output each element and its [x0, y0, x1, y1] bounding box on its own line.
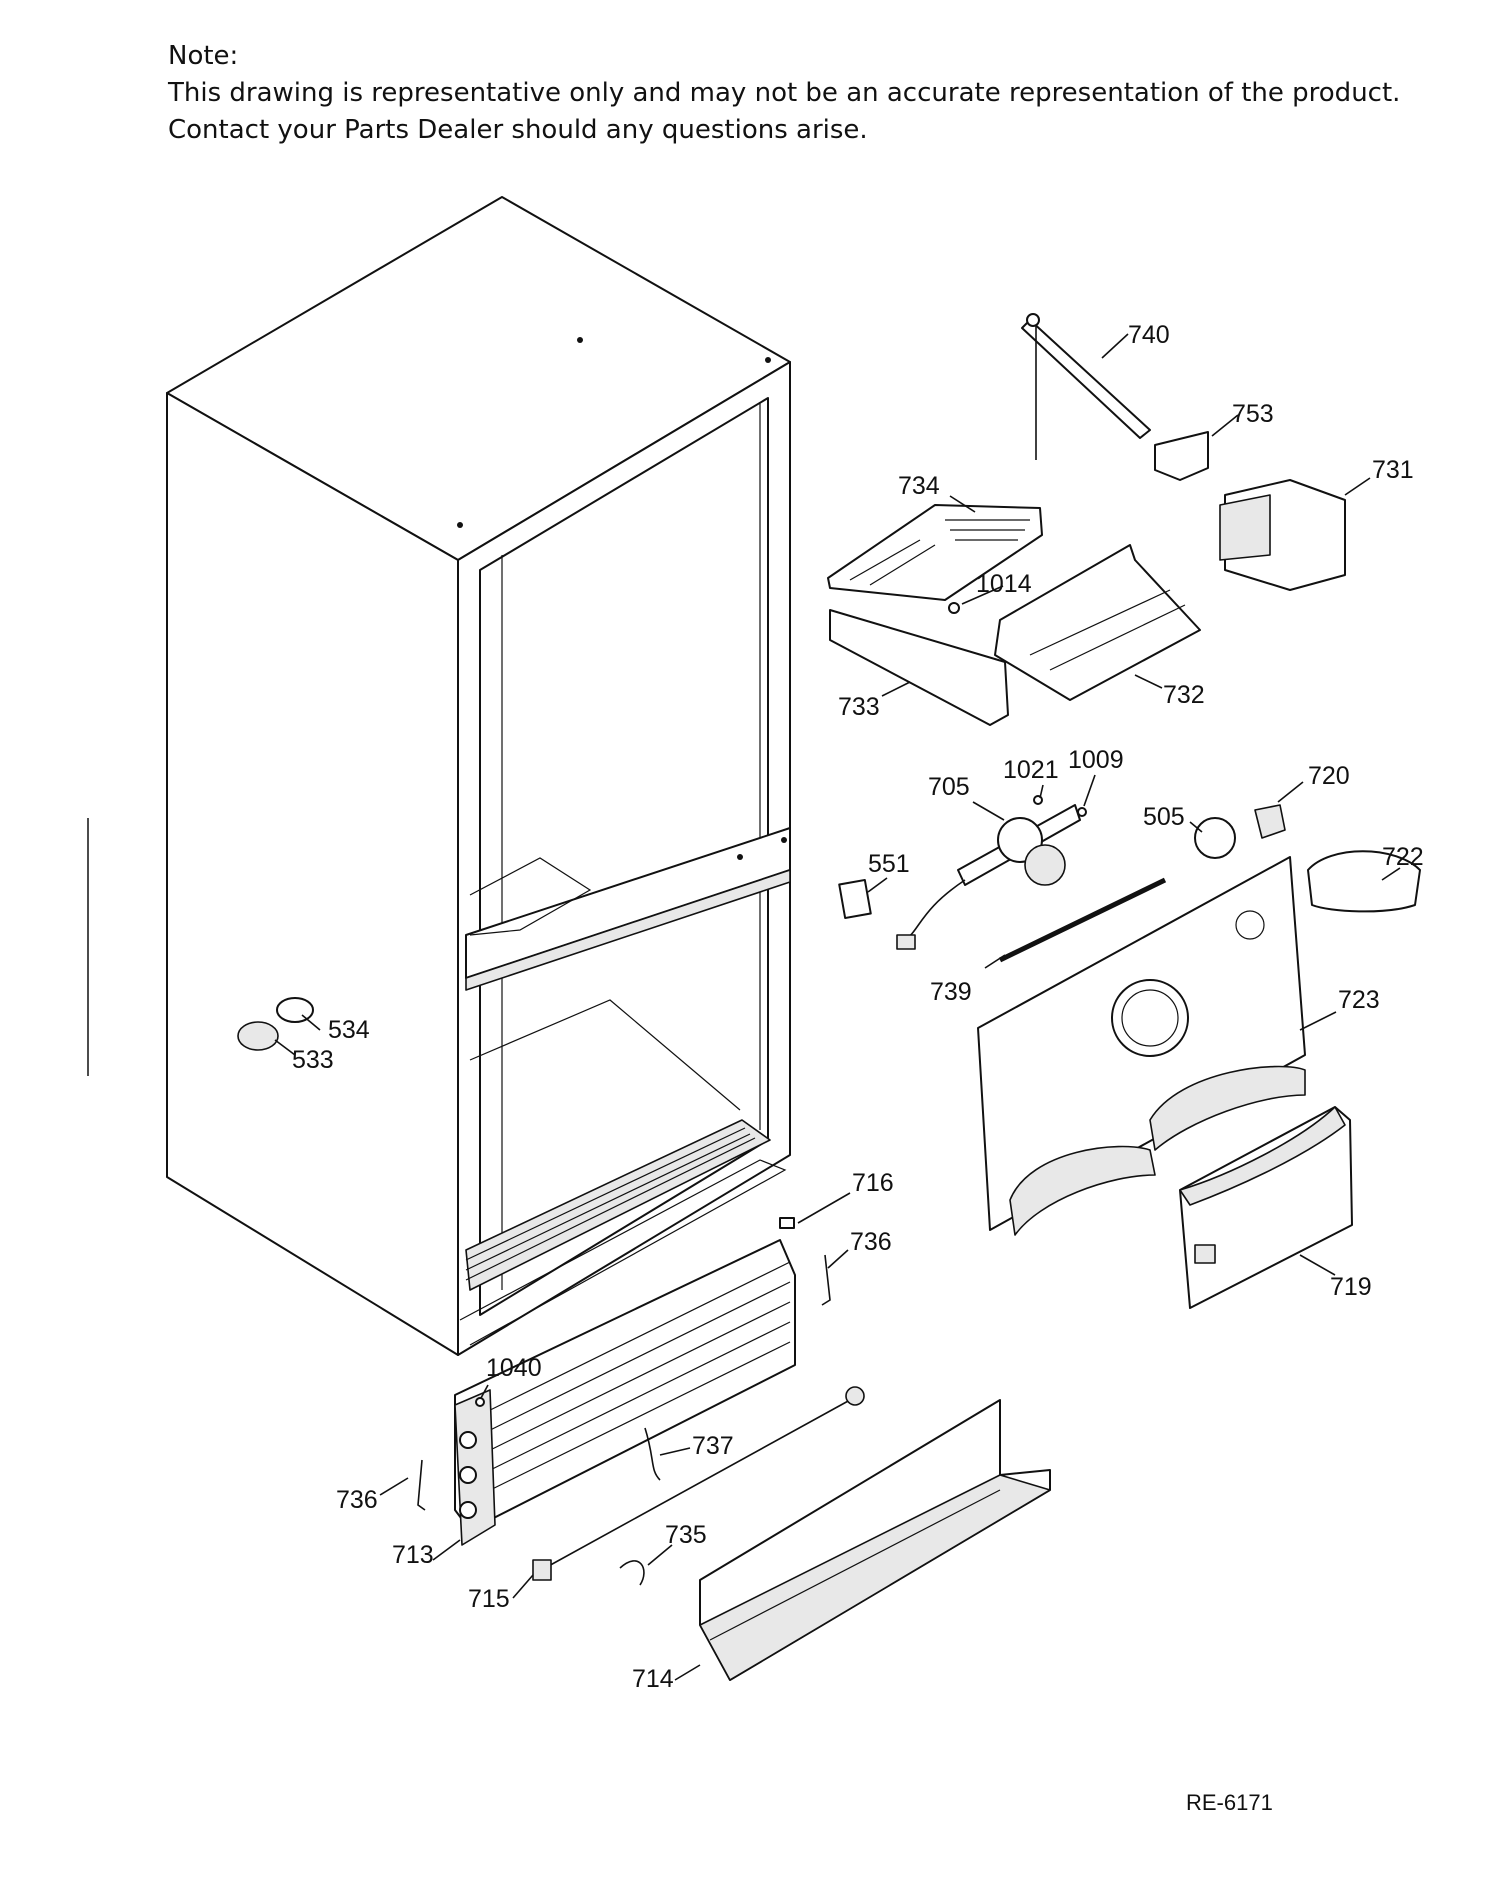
note-line-2: Contact your Parts Dealer should any que…	[168, 115, 868, 145]
label-731: 731	[1372, 456, 1414, 484]
label-551: 551	[868, 850, 910, 878]
air-duct	[1179, 1106, 1353, 1309]
screw-1040	[475, 1397, 485, 1407]
label-722: 722	[1382, 843, 1424, 871]
screw-1014	[948, 602, 960, 614]
label-505: 505	[1143, 803, 1185, 831]
label-734: 734	[898, 472, 940, 500]
clip-736-right	[821, 1254, 831, 1306]
defrost-heater	[532, 1386, 865, 1581]
label-736-right: 736	[850, 1228, 892, 1256]
note-line-1: This drawing is representative only and …	[168, 78, 1401, 108]
clip-737	[644, 1427, 661, 1481]
note-heading: Note:	[168, 41, 239, 71]
label-735: 735	[665, 1521, 707, 1549]
label-713: 713	[392, 1541, 434, 1569]
fill-cup	[1154, 431, 1209, 481]
fan-motor-assembly	[896, 804, 1081, 950]
label-1009: 1009	[1068, 746, 1124, 774]
bucket-rail	[829, 609, 1009, 726]
gasket-strip	[998, 877, 1167, 963]
fill-tube	[1021, 313, 1151, 460]
label-716: 716	[852, 1169, 894, 1197]
ice-shelf	[994, 544, 1201, 701]
evaporator-coil	[454, 1239, 796, 1546]
label-723: 723	[1338, 986, 1380, 1014]
cabinet	[166, 196, 791, 1356]
label-533: 533	[292, 1046, 334, 1074]
clip-735	[619, 1560, 645, 1586]
clip-716	[779, 1217, 795, 1229]
leader-lines	[274, 333, 1401, 1681]
label-720: 720	[1308, 762, 1350, 790]
label-715: 715	[468, 1585, 510, 1613]
disclaimer-note: Note: This drawing is representative onl…	[168, 38, 1400, 149]
label-1021: 1021	[1003, 756, 1059, 784]
label-737: 737	[692, 1432, 734, 1460]
evaporator-cover	[977, 856, 1306, 1236]
label-1014: 1014	[976, 570, 1032, 598]
label-705: 705	[928, 773, 970, 801]
icemaker	[1219, 479, 1346, 591]
label-739: 739	[930, 978, 972, 1006]
label-1040: 1040	[486, 1354, 542, 1382]
label-732: 732	[1163, 681, 1205, 709]
label-719: 719	[1330, 1273, 1372, 1301]
ice-bucket-cover	[827, 504, 1043, 601]
label-753: 753	[1232, 400, 1274, 428]
drain-trough	[699, 1399, 1051, 1681]
label-733: 733	[838, 693, 880, 721]
part-labels: 740 753 731 734 1014 733 732 1021 1009 7…	[292, 321, 1424, 1693]
clip-736-left	[417, 1459, 426, 1511]
switch-551	[838, 879, 872, 919]
screw-1009	[1077, 807, 1087, 817]
label-736-left: 736	[336, 1486, 378, 1514]
label-714: 714	[632, 1665, 674, 1693]
light-socket	[1254, 804, 1286, 839]
reference-code: RE-6171	[1186, 1790, 1273, 1815]
label-534: 534	[328, 1016, 370, 1044]
light-cover	[1307, 850, 1421, 913]
light-bulb	[1194, 817, 1236, 859]
label-740: 740	[1128, 321, 1170, 349]
